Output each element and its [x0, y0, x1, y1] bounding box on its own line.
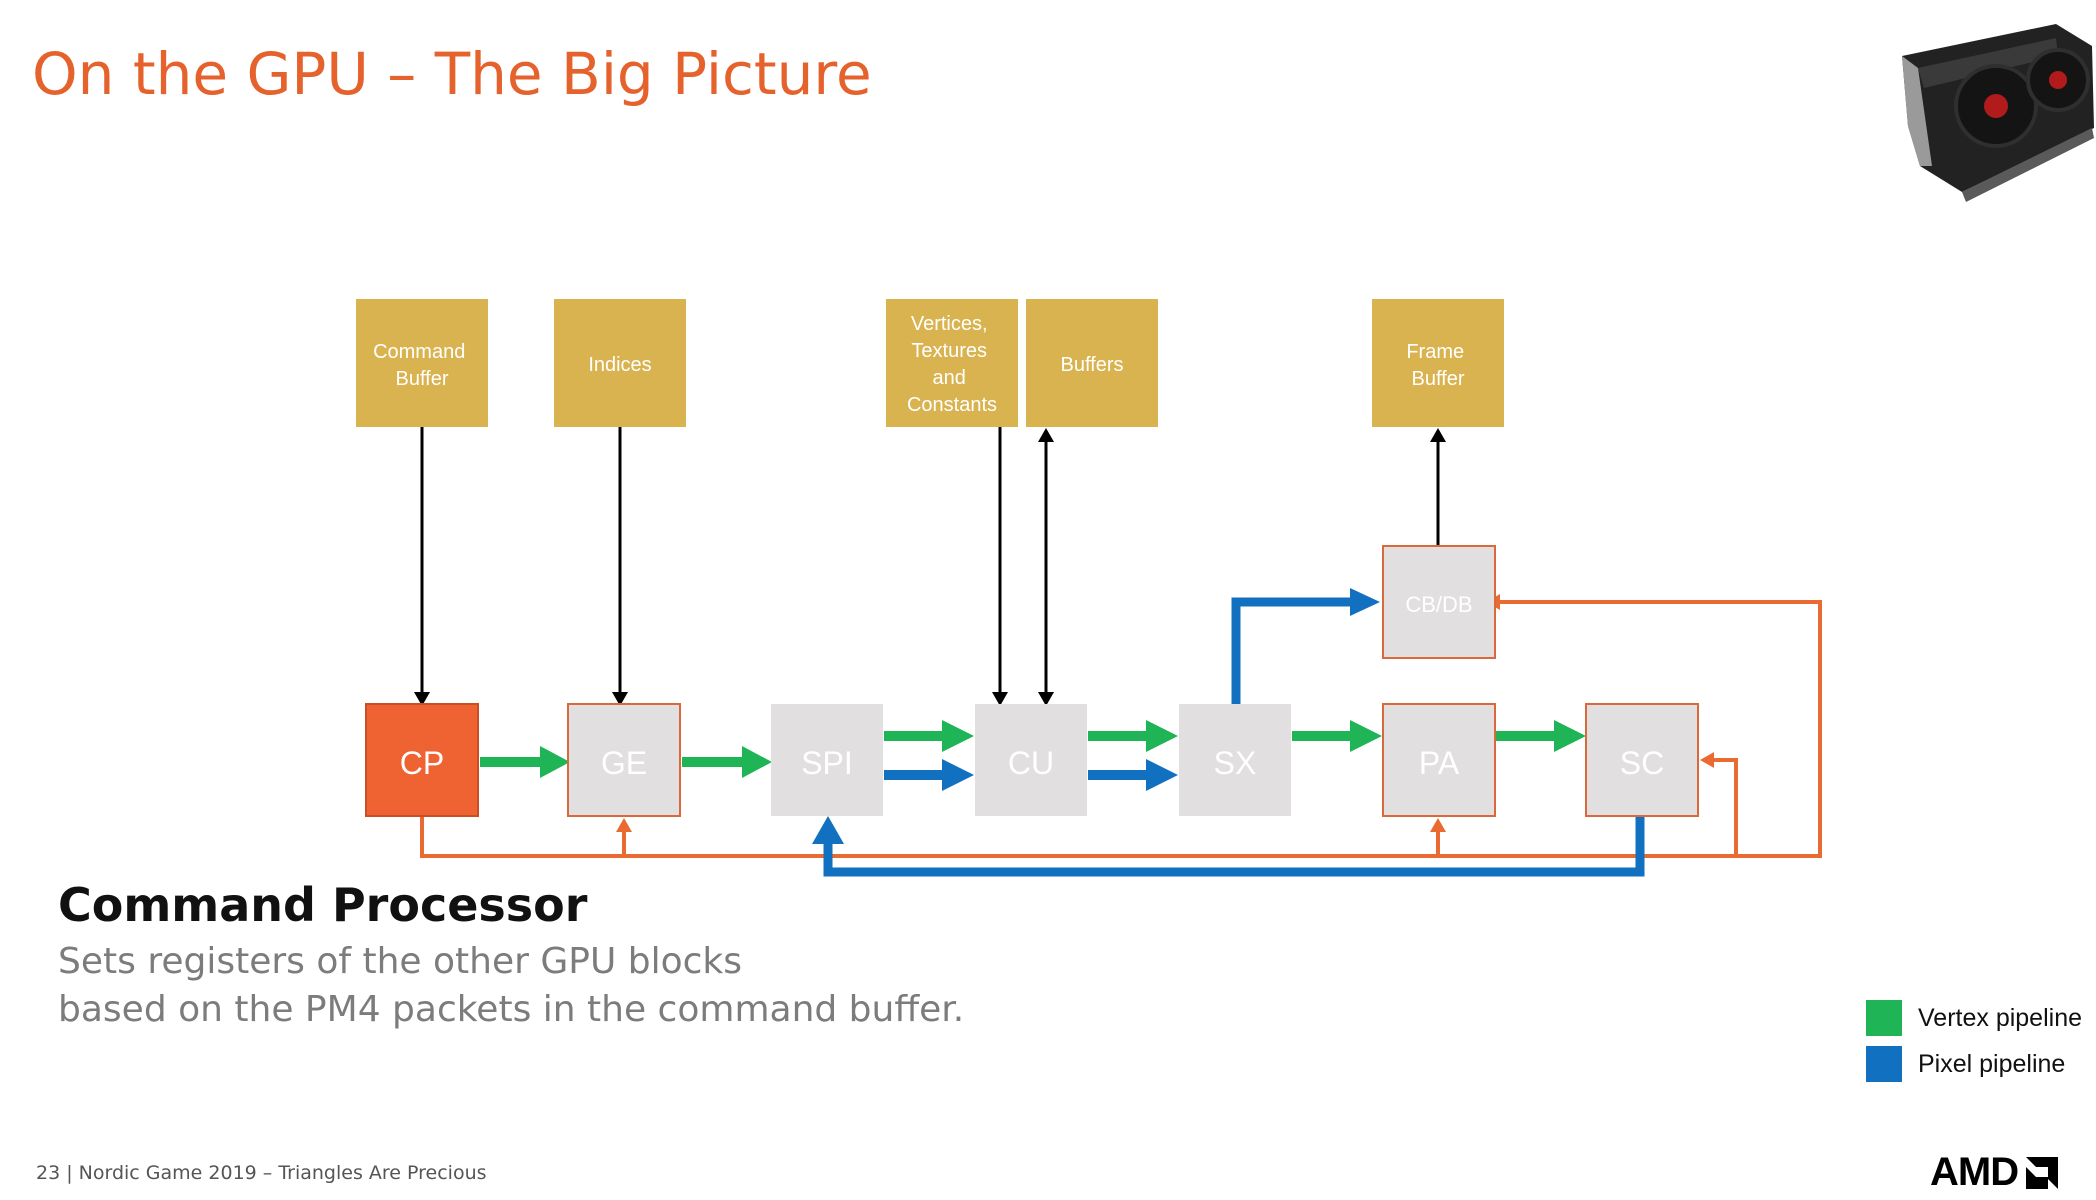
arrowhead-into-spi [812, 816, 844, 844]
unit-sx: SX [1179, 704, 1291, 816]
unit-spi: SPI [771, 704, 883, 816]
vertices-label-line2: Textures [911, 340, 987, 362]
vertices-label-line4: Constants [907, 394, 997, 416]
pipeline-arrows [480, 720, 1586, 791]
pixel-arrow-cu-sx-shaft [1088, 770, 1150, 780]
vertex-arrow-pa-sc-shaft [1496, 731, 1558, 741]
pixel-line-sx-to-cbdb [1231, 597, 1352, 704]
arrowhead-into-cu-1 [992, 692, 1008, 706]
svg-text:Frame Buffer: Frame Buffer [1406, 341, 1469, 390]
vertex-arrow-spi-cu-head [942, 720, 974, 752]
control-connections [420, 594, 1822, 858]
arrowhead-into-sc [1700, 752, 1714, 768]
legend-label-vertex: Vertex pipeline [1918, 1003, 2083, 1032]
unit-sc: SC [1585, 703, 1699, 817]
unit-cbdb: CB/DB [1382, 545, 1496, 659]
vertex-arrow-spi-cu-shaft [884, 731, 946, 741]
pixel-arrow-spi-cu-head [942, 759, 974, 791]
vertex-arrow-cp-ge-shaft [480, 757, 544, 767]
vertex-arrow-ge-spi-head [742, 746, 772, 778]
description-line-2: based on the PM4 packets in the command … [58, 989, 965, 1030]
cp-label: CP [400, 745, 444, 781]
arrowhead-into-buffers [1038, 428, 1054, 442]
svg-text:Command Buffer: Command Buffer [373, 341, 471, 390]
arrowhead-into-cu-2 [1038, 692, 1054, 706]
section-heading: Command Processor [58, 878, 588, 932]
unit-pa: PA [1382, 703, 1496, 817]
vertex-arrow-sx-pa-head [1350, 720, 1382, 752]
spi-label: SPI [801, 745, 853, 781]
cbdb-label: CB/DB [1405, 592, 1472, 617]
pixel-arrow-cu-sx-head [1146, 759, 1178, 791]
command-buffer-label-line2: Buffer [396, 368, 449, 390]
vertices-label-line3: and [933, 367, 966, 389]
indices-label: Indices [588, 354, 651, 376]
vertex-arrow-sx-pa-shaft [1292, 731, 1354, 741]
pixel-swatch [1866, 1046, 1902, 1082]
memory-box-indices: Indices [554, 299, 686, 427]
sx-label: SX [1214, 745, 1257, 781]
arrowhead-into-ge-control [616, 818, 632, 832]
arrowhead-into-frame-buffer [1430, 428, 1446, 442]
vertex-arrow-pa-sc-head [1554, 720, 1586, 752]
memory-connections [414, 426, 1446, 706]
amd-arrow-icon [2026, 1156, 2059, 1189]
legend: Vertex pipeline Pixel pipeline [1866, 1000, 2082, 1092]
control-branch-sc [1714, 758, 1738, 856]
memory-box-vertices: Vertices, Textures and Constants [886, 299, 1018, 427]
section-description: Sets registers of the other GPU blocks b… [58, 938, 964, 1034]
legend-label-pixel: Pixel pipeline [1918, 1049, 2066, 1078]
frame-buffer-label-line1: Frame [1406, 341, 1464, 363]
vertex-arrow-cu-sx-head [1146, 720, 1178, 752]
cu-label: CU [1008, 745, 1054, 781]
vertex-swatch [1866, 1000, 1902, 1036]
frame-buffer-label-line2: Buffer [1412, 368, 1465, 390]
memory-box-buffers: Buffers [1026, 299, 1158, 427]
buffers-label: Buffers [1061, 354, 1124, 376]
memory-box-frame-buffer: Frame Buffer [1372, 299, 1504, 427]
pixel-feedback-connection [812, 814, 1645, 877]
svg-text:Vertices, Textures: Vertices, Textures and Constants [907, 313, 997, 416]
amd-logo-text: AMD [1930, 1150, 2019, 1194]
arrowhead-into-ge [612, 692, 628, 706]
legend-item-pixel: Pixel pipeline [1866, 1046, 2082, 1082]
amd-logo: AMD [1930, 1150, 2062, 1195]
arrowhead-into-cp [414, 692, 430, 706]
arrowhead-into-cbdb-pixel [1350, 588, 1380, 616]
vertices-label-line1: Vertices, [911, 313, 988, 335]
sc-label: SC [1620, 745, 1664, 781]
control-bus [420, 600, 1822, 858]
pixel-arrow-spi-cu-shaft [884, 770, 946, 780]
arrowhead-into-pa-control [1430, 818, 1446, 832]
footer-text: 23 | Nordic Game 2019 – Triangles Are Pr… [36, 1162, 487, 1184]
vertex-arrow-cu-sx-shaft [1088, 731, 1150, 741]
legend-item-vertex: Vertex pipeline [1866, 1000, 2082, 1036]
pixel-sx-to-cbdb [1231, 588, 1380, 704]
description-line-1: Sets registers of the other GPU blocks [58, 941, 743, 982]
pa-label: PA [1419, 745, 1460, 781]
command-buffer-label-line1: Command [373, 341, 465, 363]
vertex-arrow-cp-ge-head [540, 746, 570, 778]
memory-box-command-buffer: Command Buffer [356, 299, 488, 427]
vertex-arrow-ge-spi-shaft [682, 757, 746, 767]
slide-title: On the GPU – The Big Picture [32, 40, 872, 108]
ge-label: GE [601, 745, 647, 781]
unit-cp: CP [365, 703, 479, 817]
unit-cu: CU [975, 704, 1087, 816]
unit-ge: GE [567, 703, 681, 817]
graphics-card-image [1902, 24, 2094, 202]
pixel-line-sc-to-spi [823, 814, 1645, 877]
